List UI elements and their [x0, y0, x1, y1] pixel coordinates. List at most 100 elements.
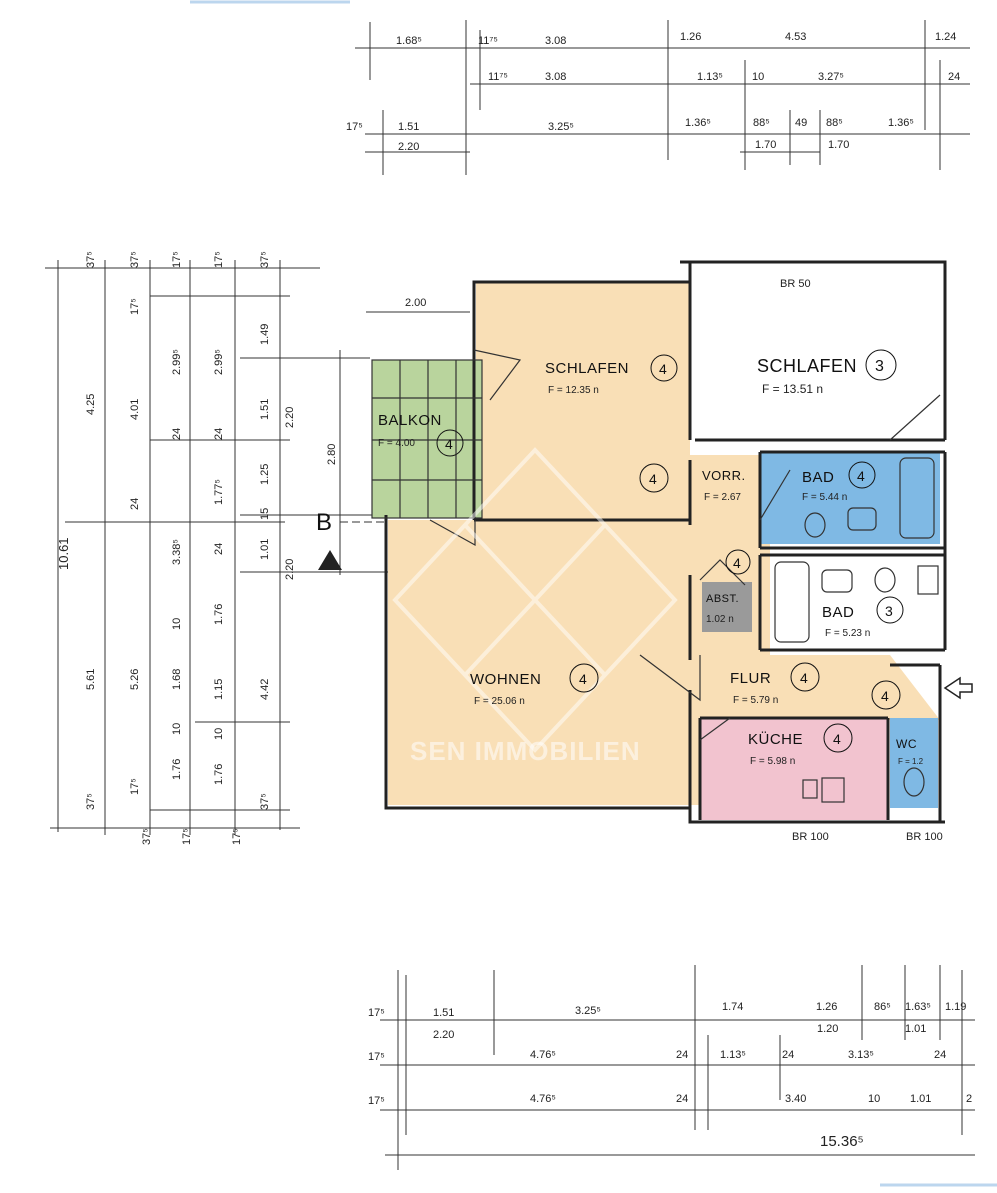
svg-text:4: 4 [733, 555, 741, 571]
dim-left-c3-4: 3.38⁵ [171, 539, 183, 565]
dim-left-c1-1: 37⁵ [85, 251, 97, 268]
walls [371, 260, 973, 824]
dim-left-c3-6: 1.68 [171, 669, 183, 690]
room-fill-kueche [700, 718, 888, 820]
svg-text:3: 3 [875, 358, 884, 375]
dim-bot-4-3: 24 [676, 1093, 688, 1105]
dim-bot-1-7: 1.63⁵ [905, 1001, 931, 1013]
dim-top-4-2: 1.70 [755, 139, 776, 151]
dim-left-c3-8: 1.76 [171, 759, 183, 780]
svg-text:BAD: BAD [822, 604, 854, 621]
dim-top-1-2: 11⁷⁵ [478, 35, 498, 47]
dim-left-c1-3: 5.61 [85, 669, 97, 690]
svg-text:KÜCHE: KÜCHE [748, 730, 803, 748]
dim-bot-3-3: 24 [676, 1049, 688, 1061]
room-label-schlafen-4: SCHLAFEN 4 F = 12.35 n [545, 354, 678, 396]
dim-left-c4-7: 1.15 [213, 679, 225, 700]
room-label-wc: 4 WC F = 1.2 [871, 680, 924, 766]
dim-bot-1-1: 17⁵ [368, 1007, 385, 1019]
dim-bot-4-2: 4.76⁵ [530, 1093, 556, 1105]
svg-text:F = 5.23 n: F = 5.23 n [825, 628, 870, 639]
window-label-top: BR 50 [780, 278, 811, 290]
svg-text:F = 25.06 n: F = 25.06 n [474, 696, 525, 707]
dim-left-c3-3: 24 [171, 428, 183, 440]
room-fill-balkon [372, 360, 482, 518]
dim-bot-1-3: 3.25⁵ [575, 1005, 601, 1017]
dim-bot-1-8: 1.19 [945, 1001, 966, 1013]
dimension-chain-bottom: 17⁵ 1.51 3.25⁵ 1.74 1.26 86⁵ 1.63⁵ 1.19 … [368, 965, 975, 1170]
dim-bot-2-1: 2.20 [433, 1029, 454, 1041]
svg-text:4: 4 [649, 471, 657, 487]
dim-bot-3-7: 24 [934, 1049, 946, 1061]
room-label-schlafen-3: SCHLAFEN 3 F = 13.51 n [757, 349, 897, 396]
dim-left-c5-8: 37⁵ [259, 793, 271, 810]
dim-top-2-4: 10 [752, 71, 764, 83]
dim-bot-3-5: 24 [782, 1049, 794, 1061]
room-fill-schlafen-4 [476, 283, 690, 520]
dim-left-c4-6: 1.76 [213, 604, 225, 625]
dim-left-c2-7: 37⁵ [141, 828, 153, 845]
dim-left-c5-7: 4.42 [259, 679, 271, 700]
svg-text:4: 4 [800, 670, 808, 686]
dim-left-c4-1: 17⁵ [213, 251, 225, 268]
dim-left-c2-5: 5.26 [129, 669, 141, 690]
dim-bot-total: 15.36⁵ [820, 1133, 864, 1150]
svg-text:F = 13.51 n: F = 13.51 n [762, 382, 823, 396]
svg-text:BAD: BAD [802, 469, 834, 486]
dim-top-1-3: 3.08 [545, 35, 566, 47]
svg-text:F = 5.98 n: F = 5.98 n [750, 756, 795, 767]
dim-left-c3-7: 10 [171, 723, 183, 735]
dim-left-c5-2: 1.49 [259, 324, 271, 345]
dim-top-1-1: 1.68⁵ [396, 35, 422, 47]
dim-bot-2-2: 1.20 [817, 1023, 838, 1035]
dim-top-1-5: 4.53 [785, 31, 806, 43]
dim-bot-1-2: 1.51 [433, 1007, 454, 1019]
svg-text:3: 3 [885, 603, 893, 619]
dim-left-c1-2: 4.25 [85, 394, 97, 415]
dim-left-c4-3: 24 [213, 428, 225, 440]
room-label-kueche: KÜCHE 4 F = 5.98 n [748, 723, 853, 767]
dim-left-c5-4: 1.25 [259, 464, 271, 485]
room-fill-wohnen [388, 520, 700, 805]
dim-top-2-2: 3.08 [545, 71, 566, 83]
svg-text:F = 1.2: F = 1.2 [898, 757, 924, 766]
svg-text:SCHLAFEN: SCHLAFEN [757, 356, 857, 376]
room-fill-wc [890, 718, 938, 808]
dim-left-total: 10.61 [56, 537, 71, 570]
dim-left-c3-1: 17⁵ [171, 251, 183, 268]
room-label-flur: FLUR 4 F = 5.79 n [730, 662, 820, 706]
room-label-vorraum: 4 VORR. F = 2.67 [639, 463, 745, 503]
dim-top-4-1: 2.20 [398, 141, 419, 153]
dim-left-c2-2: 17⁵ [129, 298, 141, 315]
dim-top-3-4: 1.36⁵ [685, 117, 711, 129]
dim-top-3-5: 88⁵ [753, 117, 770, 129]
dim-bot-3-1: 17⁵ [368, 1051, 385, 1063]
svg-text:4: 4 [445, 436, 453, 452]
room-label-abstell: 4 ABST. 1.02 n [706, 549, 751, 625]
svg-text:F = 2.67: F = 2.67 [704, 492, 741, 503]
dim-bot-1-4: 1.74 [722, 1001, 743, 1013]
svg-text:WOHNEN: WOHNEN [470, 671, 541, 688]
room-label-bad-4: BAD 4 F = 5.44 n [802, 461, 876, 503]
dim-top-3-8: 1.36⁵ [888, 117, 914, 129]
dim-left-c6-1: 2.20 [284, 407, 296, 428]
room-label-bad-3: BAD 3 F = 5.23 n [822, 596, 904, 639]
dim-bot-4-7: 2 [966, 1093, 972, 1105]
dim-top-1-6: 1.24 [935, 31, 956, 43]
dim-bot-3-4: 1.13⁵ [720, 1049, 746, 1061]
svg-text:4: 4 [833, 731, 841, 747]
entry-arrow-icon [943, 676, 973, 700]
dimension-chain-left: 10.61 37⁵ 4.25 5.61 37⁵ 37⁵ 17⁵ 4.01 24 … [45, 251, 390, 845]
svg-text:BALKON: BALKON [378, 412, 442, 429]
dim-left-c4-2: 2.99⁵ [213, 349, 225, 375]
svg-text:4: 4 [857, 468, 865, 484]
dim-bot-4-6: 1.01 [910, 1093, 931, 1105]
dim-left-c3-2: 2.99⁵ [171, 349, 183, 375]
dim-left-c2-1: 37⁵ [129, 251, 141, 268]
dim-left-c4-4: 1.77⁵ [213, 479, 225, 505]
svg-text:4: 4 [579, 671, 587, 687]
dim-left-c4-5: 24 [213, 543, 225, 555]
dim-left-c5-6: 1.01 [259, 539, 271, 560]
dim-bot-4-1: 17⁵ [368, 1095, 385, 1107]
dim-bot-1-6: 86⁵ [874, 1001, 891, 1013]
